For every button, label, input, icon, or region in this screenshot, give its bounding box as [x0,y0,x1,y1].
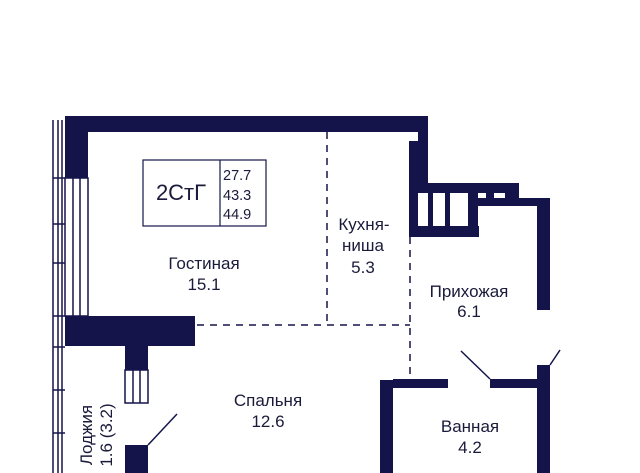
room-area-loggia: 1.6 (3.2) [97,403,116,466]
room-name-hallway: Прихожая [430,282,509,301]
room-name-kitchen-line1: Кухня- [338,215,389,234]
room-name-bathroom: Ванная [441,417,499,436]
room-area-bathroom: 4.2 [458,438,482,457]
apartment-info-box: 2СтГ 27.7 43.3 44.9 [142,159,267,227]
loggia-railing [52,120,65,473]
room-name-loggia: Лоджия [77,405,96,465]
total-area-with-loggia: 44.9 [223,207,251,223]
walls [65,116,550,473]
room-area-hallway: 6.1 [457,302,481,321]
doors [147,349,561,446]
apartment-type-code: 2СтГ [156,180,206,205]
total-area: 43.3 [223,188,251,204]
windows [64,177,387,473]
zone-dividers [197,132,411,380]
room-name-kitchen-line2: ниша [342,236,385,255]
room-area-living: 15.1 [187,275,220,294]
room-name-bedroom: Спальня [234,391,302,410]
room-area-bedroom: 12.6 [251,412,284,431]
room-name-living: Гостиная [168,254,239,273]
room-area-kitchen: 5.3 [351,258,375,277]
living-area: 27.7 [223,168,251,184]
